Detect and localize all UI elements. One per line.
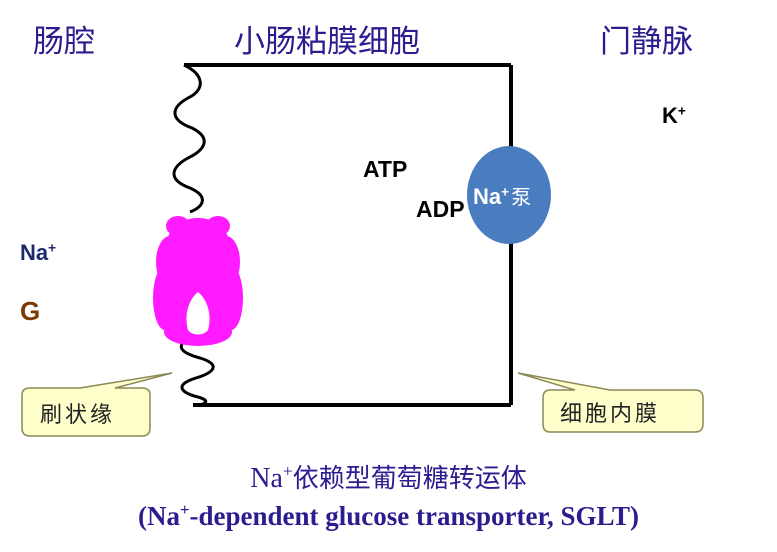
lumen-label: 肠腔 (33, 24, 95, 60)
brush-border-callout: 刷状缘 (40, 403, 116, 428)
portal-vein-label: 门静脉 (600, 24, 693, 60)
cell-membrane (184, 63, 513, 407)
caption-line-2-rest: -dependent glucose transporter, SGLT) (189, 501, 640, 532)
na-pump-label-word: 泵 (511, 185, 532, 209)
k-ion-label: K+ (662, 103, 686, 129)
na-ion-sup: + (48, 240, 57, 256)
caption-line-2: (Na+-dependent glucose transporter, SGLT… (0, 500, 777, 532)
na-ion-base: Na (20, 240, 49, 265)
brush-border-lower (180, 333, 215, 407)
atp-label: ATP (363, 156, 408, 182)
k-ion-sup: + (677, 103, 686, 119)
basolateral-callout-shape (517, 372, 704, 433)
adp-label: ADP (416, 196, 465, 222)
na-ion-label: Na+ (20, 240, 56, 266)
caption-line-1-base: Na (250, 463, 283, 494)
na-pump-label-sup: + (501, 184, 510, 200)
glucose-label: G (20, 296, 41, 326)
cell-label: 小肠粘膜细胞 (234, 24, 420, 60)
brush-border-callout-shape (21, 372, 173, 437)
caption-line-1: Na+依赖型葡萄糖转运体 (0, 458, 777, 495)
na-pump (467, 146, 551, 244)
transporter-channel (186, 292, 210, 335)
na-pump-label: Na+泵 (473, 181, 531, 210)
brush-border-upper (172, 63, 206, 214)
caption-line-2-pre: (Na (137, 501, 180, 532)
caption-line-2-sup: + (179, 500, 190, 519)
caption-line-1-sup: + (282, 461, 293, 481)
k-ion-base: K (662, 103, 678, 128)
basolateral-callout: 细胞内膜 (560, 402, 661, 427)
caption-line-1-rest: 依赖型葡萄糖转运体 (292, 464, 527, 494)
sglt-transporter (153, 216, 243, 346)
na-pump-label-base: Na (473, 184, 502, 209)
